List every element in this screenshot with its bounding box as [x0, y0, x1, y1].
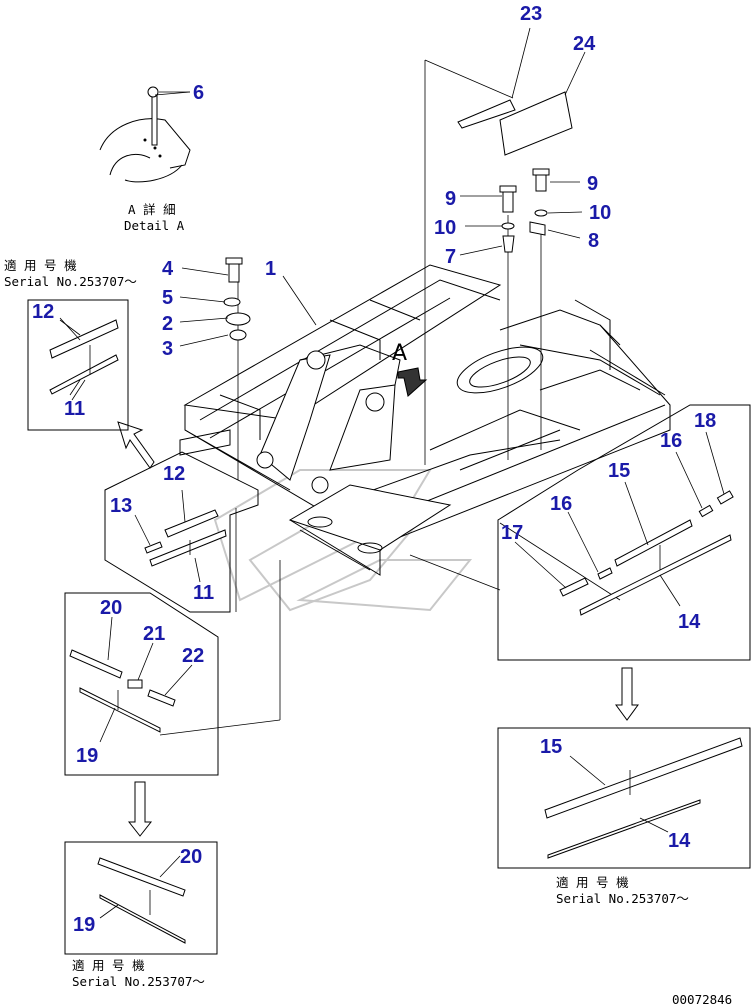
detail-a-view	[99, 86, 191, 183]
callout-18: 18	[694, 410, 716, 432]
callout-4: 4	[162, 258, 174, 280]
callout-12a: 12	[32, 301, 54, 323]
callout-5: 5	[162, 287, 173, 309]
serial-caption-en-right: Serial No.253707〜	[556, 891, 689, 906]
main-frame-assembly	[179, 264, 671, 576]
arrow-up-left-icon	[117, 421, 155, 469]
callout-6: 6	[193, 82, 204, 104]
callout-14b: 14	[668, 830, 691, 852]
callout-19b: 19	[73, 914, 95, 936]
callout-1: 1	[265, 258, 276, 280]
callout-10b: 10	[589, 202, 611, 224]
callout-11b: 11	[193, 582, 214, 604]
callout-16a: 16	[550, 493, 572, 515]
serial-caption-jp-right: 適 用 号 機	[556, 875, 629, 890]
callout-10a: 10	[434, 217, 456, 239]
callout-11a: 11	[64, 398, 85, 420]
callout-22: 22	[182, 645, 204, 667]
detail-a-caption-en: Detail A	[124, 218, 185, 233]
callout-17: 17	[501, 522, 523, 544]
serial-caption-en-top-left: Serial No.253707〜	[4, 274, 137, 289]
callout-21: 21	[143, 623, 165, 645]
arrow-down-right-icon	[615, 667, 639, 721]
inset-15-14-serial	[497, 727, 751, 869]
drawing-number: 00072846	[672, 992, 732, 1007]
callout-leaders	[59, 27, 725, 919]
callout-19a: 19	[76, 745, 98, 767]
serial-caption-jp-top-left: 適 用 号 機	[4, 258, 77, 273]
inset-serial-12-11	[27, 299, 129, 431]
serial-caption-jp-bottom-left: 適 用 号 機	[72, 958, 145, 973]
serial-caption-en-bottom-left: Serial No.253707〜	[72, 974, 205, 989]
inset-20-19-serial	[64, 841, 218, 955]
callout-15a: 15	[608, 460, 630, 482]
callout-24: 24	[573, 33, 596, 55]
inset-12-13-11	[104, 451, 259, 613]
callout-14a: 14	[678, 611, 701, 633]
callout-numbers: 1 2 3 4 5 6 7 8 9 9 10 10 11 11 12 12 13…	[32, 3, 716, 936]
captions: A 詳 細 Detail A 適 用 号 機 Serial No.253707〜…	[4, 202, 732, 1007]
inset-14-to-18	[497, 404, 751, 661]
detail-a-arrow-icon	[397, 367, 428, 397]
callout-8: 8	[588, 230, 599, 252]
callout-9a: 9	[445, 188, 456, 210]
callout-13: 13	[110, 495, 132, 517]
callout-20a: 20	[100, 597, 122, 619]
frame-marker-a: A	[392, 341, 407, 366]
callout-12b: 12	[163, 463, 185, 485]
hardware-parts	[223, 91, 573, 341]
detail-a-caption-jp: A 詳 細	[128, 202, 176, 217]
inset-20-21-22-19	[64, 592, 219, 776]
callout-23: 23	[520, 3, 542, 25]
callout-16b: 16	[660, 430, 682, 452]
callout-2: 2	[162, 313, 173, 335]
callout-15b: 15	[540, 736, 562, 758]
callout-7: 7	[445, 246, 456, 268]
callout-9b: 9	[587, 173, 598, 195]
callout-20b: 20	[180, 846, 202, 868]
callout-3: 3	[162, 338, 173, 360]
arrow-down-left-icon	[127, 781, 153, 837]
